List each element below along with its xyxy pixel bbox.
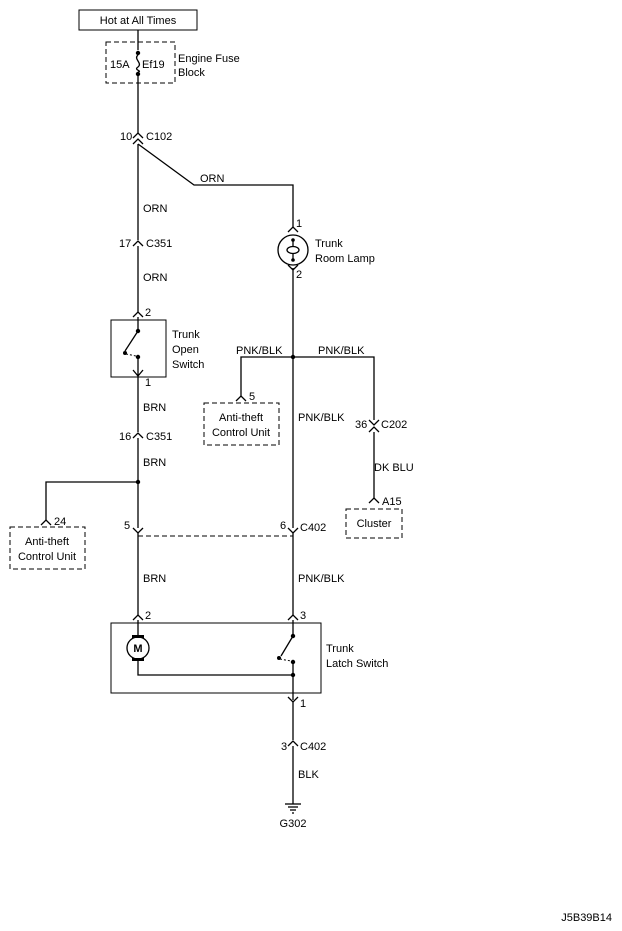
wire-label-orn-branch: ORN (200, 173, 225, 185)
wire-brn-to-antitheft (45, 481, 138, 520)
wire-label-pnkblk-3: PNK/BLK (298, 412, 345, 424)
cluster-box (345, 508, 403, 539)
latch-splice (290, 672, 296, 678)
c351-a-pin: 17 (119, 238, 131, 250)
motor-brush-bottom (132, 658, 144, 661)
antitheft-b-label-2: Control Unit (18, 551, 76, 563)
c402-b-pin: 3 (281, 741, 287, 753)
connector-c402-b-icon (287, 740, 299, 747)
room-lamp-pin-bottom: 2 (296, 269, 302, 281)
wire-pnkblk-to-c202 (293, 356, 375, 420)
connector-c202-icon-b (368, 426, 380, 433)
open-switch-pin-top-icon (132, 311, 144, 318)
room-lamp-pin-top: 1 (296, 218, 302, 230)
wire-orn-to-room-lamp (137, 143, 294, 227)
c351-b-label: C351 (146, 431, 172, 443)
wire-label-blk: BLK (298, 769, 319, 781)
antitheft-a-pin-icon (235, 395, 247, 402)
open-switch-pin-top: 2 (145, 307, 151, 319)
wire-label-brn-1: BRN (143, 402, 166, 414)
wire-pnkblk-to-antitheft (240, 356, 293, 396)
wire-label-pnkblk-2: PNK/BLK (318, 345, 365, 357)
cluster-pin: A15 (382, 496, 402, 508)
open-switch-label-3: Switch (172, 359, 204, 371)
power-source-label: Hot at All Times (100, 15, 177, 27)
connector-c102-icon (132, 132, 144, 139)
room-lamp-label-2: Room Lamp (315, 253, 375, 265)
fuse-block-label-2: Block (178, 67, 205, 79)
cluster-pin-icon (368, 497, 380, 504)
open-switch-pin-bottom: 1 (145, 377, 151, 389)
c402-pin6-icon (287, 527, 299, 534)
latch-motor-return (137, 660, 293, 676)
ground-icon (285, 803, 301, 814)
fuse-rating: 15A (110, 59, 130, 71)
c402-b-label: C402 (300, 741, 326, 753)
fuse-block-label-1: Engine Fuse (178, 53, 240, 65)
open-switch-label-1: Trunk (172, 329, 200, 341)
room-lamp-filament-icon (286, 245, 300, 255)
diagram-code: J5B39B14 (561, 912, 612, 924)
latch-pin-left-icon (132, 614, 144, 621)
c202-pin: 36 (355, 419, 367, 431)
motor-brush-top (132, 635, 144, 638)
connector-c351-a-icon (132, 240, 144, 247)
cluster-label: Cluster (357, 518, 392, 530)
wire-label-dkblu: DK BLU (374, 462, 414, 474)
wire-label-brn-3: BRN (143, 573, 166, 585)
fuse-icon (135, 54, 141, 73)
open-switch-actuator (125, 353, 137, 357)
latch-pin-bottom: 1 (300, 698, 306, 710)
wire-label-orn-3: ORN (143, 272, 168, 284)
c402-pin5: 5 (124, 520, 130, 532)
antitheft-unit-a-box (203, 402, 280, 446)
c202-label: C202 (381, 419, 407, 431)
latch-pin-left: 2 (145, 610, 151, 622)
antitheft-b-pin: 24 (54, 516, 66, 528)
latch-switch-blade (280, 635, 294, 657)
trunk-latch-switch-box (110, 622, 322, 694)
antitheft-a-label-2: Control Unit (212, 427, 270, 439)
latch-switch-actuator (279, 658, 292, 662)
wire-label-brn-2: BRN (143, 457, 166, 469)
c402-pin5-icon (132, 527, 144, 534)
fuse-id: Ef19 (142, 59, 165, 71)
connector-c351-b-icon (132, 432, 144, 439)
open-switch-blade (124, 330, 139, 352)
room-lamp-bulb-icon (277, 234, 309, 266)
wire-label-orn-2: ORN (143, 203, 168, 215)
latch-label-2: Latch Switch (326, 658, 388, 670)
antitheft-a-pin: 5 (249, 391, 255, 403)
c402-a-label: C402 (300, 522, 326, 534)
connector-c202-icon (368, 419, 380, 426)
fuse-block-outline (105, 41, 176, 84)
fuse-terminal-top (135, 50, 141, 56)
open-switch-pin-bottom-icon (132, 369, 144, 378)
wire-label-pnkblk-4: PNK/BLK (298, 573, 345, 585)
wire-label-pnkblk-1: PNK/BLK (236, 345, 283, 357)
room-lamp-label-1: Trunk (315, 238, 343, 250)
antitheft-b-pin-icon (40, 519, 52, 526)
open-switch-label-2: Open (172, 344, 199, 356)
c402-pin6: 6 (280, 520, 286, 532)
motor-symbol: M (133, 643, 142, 655)
ground-label: G302 (280, 818, 307, 830)
c102-pin: 10 (120, 131, 132, 143)
antitheft-unit-b-box (9, 526, 86, 570)
c351-b-pin: 16 (119, 431, 131, 443)
antitheft-a-label-1: Anti-theft (219, 412, 263, 424)
connector-c102-icon-b (132, 138, 144, 145)
latch-pin-right: 3 (300, 610, 306, 622)
latch-label-1: Trunk (326, 643, 354, 655)
antitheft-b-label-1: Anti-theft (25, 536, 69, 548)
latch-pin-right-icon (287, 614, 299, 621)
room-lamp-pin-top-icon (287, 226, 299, 233)
c102-label: C102 (146, 131, 172, 143)
c351-a-label: C351 (146, 238, 172, 250)
